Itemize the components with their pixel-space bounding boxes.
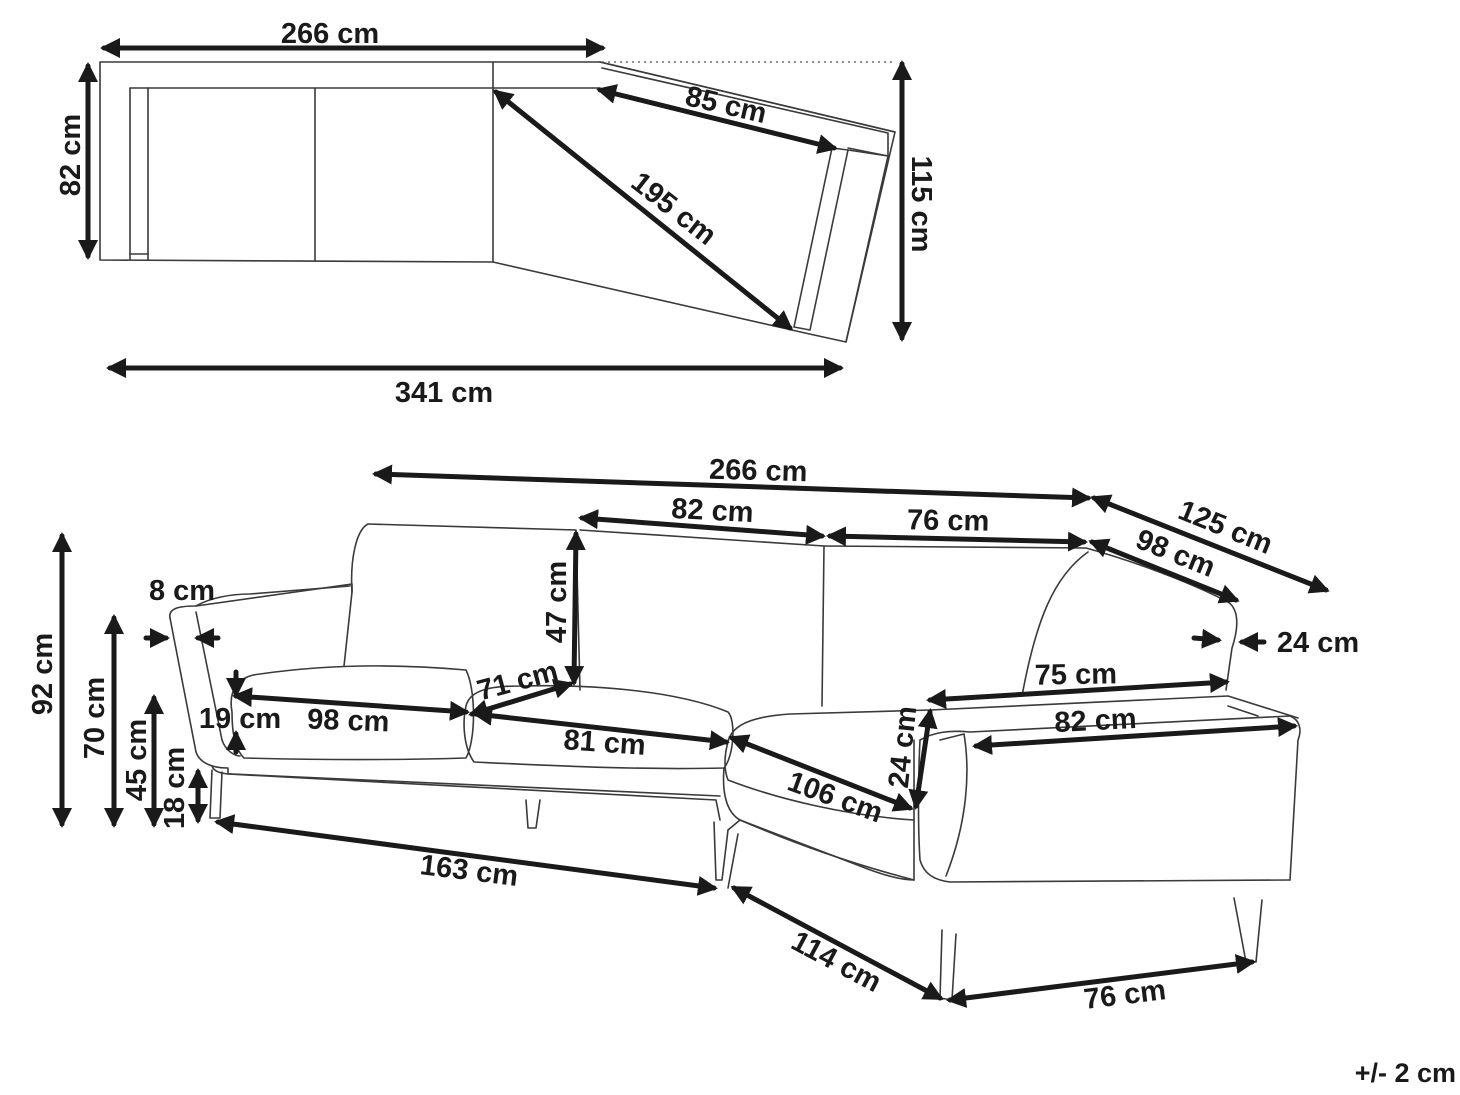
label-chaise-seat-width: 82 cm [1054,703,1138,739]
dim-chaise-seat-width [972,717,1298,755]
dim-seat-cushion-1 [232,687,470,721]
top-view-outline [99,61,896,343]
label-seat-height: 45 cm [121,719,153,801]
dim-chaise-depth [1088,538,1240,604]
label-corner-seat: 106 cm [783,766,886,830]
label-chaise-base-length: 114 cm [786,925,886,999]
front-view-dimensions [52,464,1330,1008]
dim-top-diagonal [492,89,794,331]
dim-front-width [372,464,1092,508]
label-chaise-arm-height: 24 cm [883,704,923,789]
dim-seat-cushion-2 [472,705,730,751]
dim-back-cushion-height [564,530,586,686]
label-back-cushion-height: 47 cm [541,561,573,643]
label-back-cushion-2: 76 cm [907,504,990,537]
label-chaise-arm-length: 75 cm [1034,658,1117,691]
top-view-labels: 266 cm 82 cm 85 cm 195 cm 115 cm 341 cm [55,18,937,409]
label-top-depth: 82 cm [55,114,87,196]
dim-chaise-base-width [946,954,1256,1008]
label-leg-height: 18 cm [159,747,191,829]
label-arm-height: 70 cm [79,677,111,759]
dim-chaise-base-length [730,885,944,1001]
dim-base-length [214,814,718,896]
label-top-total-length: 341 cm [395,377,493,409]
label-base-length: 163 cm [418,849,520,893]
label-front-width: 266 cm [709,454,808,489]
top-view-dimensions [78,38,912,378]
label-chaise-arm-width: 24 cm [1277,627,1359,659]
label-back-cushion-1: 82 cm [671,493,755,529]
label-seat-cushion-1: 98 cm [307,704,390,739]
label-top-width: 266 cm [281,18,379,50]
label-top-total-depth: 115 cm [905,156,937,253]
tolerance-note: +/- 2 cm [1354,1058,1456,1088]
label-height-total: 92 cm [27,633,59,715]
dim-chaise-arm-width-a [1191,628,1222,649]
dim-back-cushion-1 [578,509,826,545]
label-arm-width: 8 cm [149,575,215,607]
dim-chaise-arm-height [908,708,938,810]
dim-back-cushion-2 [826,526,1088,552]
dim-chaise-arm-length [926,672,1230,710]
front-view-outline [169,523,1301,1001]
label-arm-above-seat: 19 cm [199,703,281,735]
label-seat-cushion-2: 81 cm [562,724,646,762]
dim-corner-seat [728,734,914,812]
